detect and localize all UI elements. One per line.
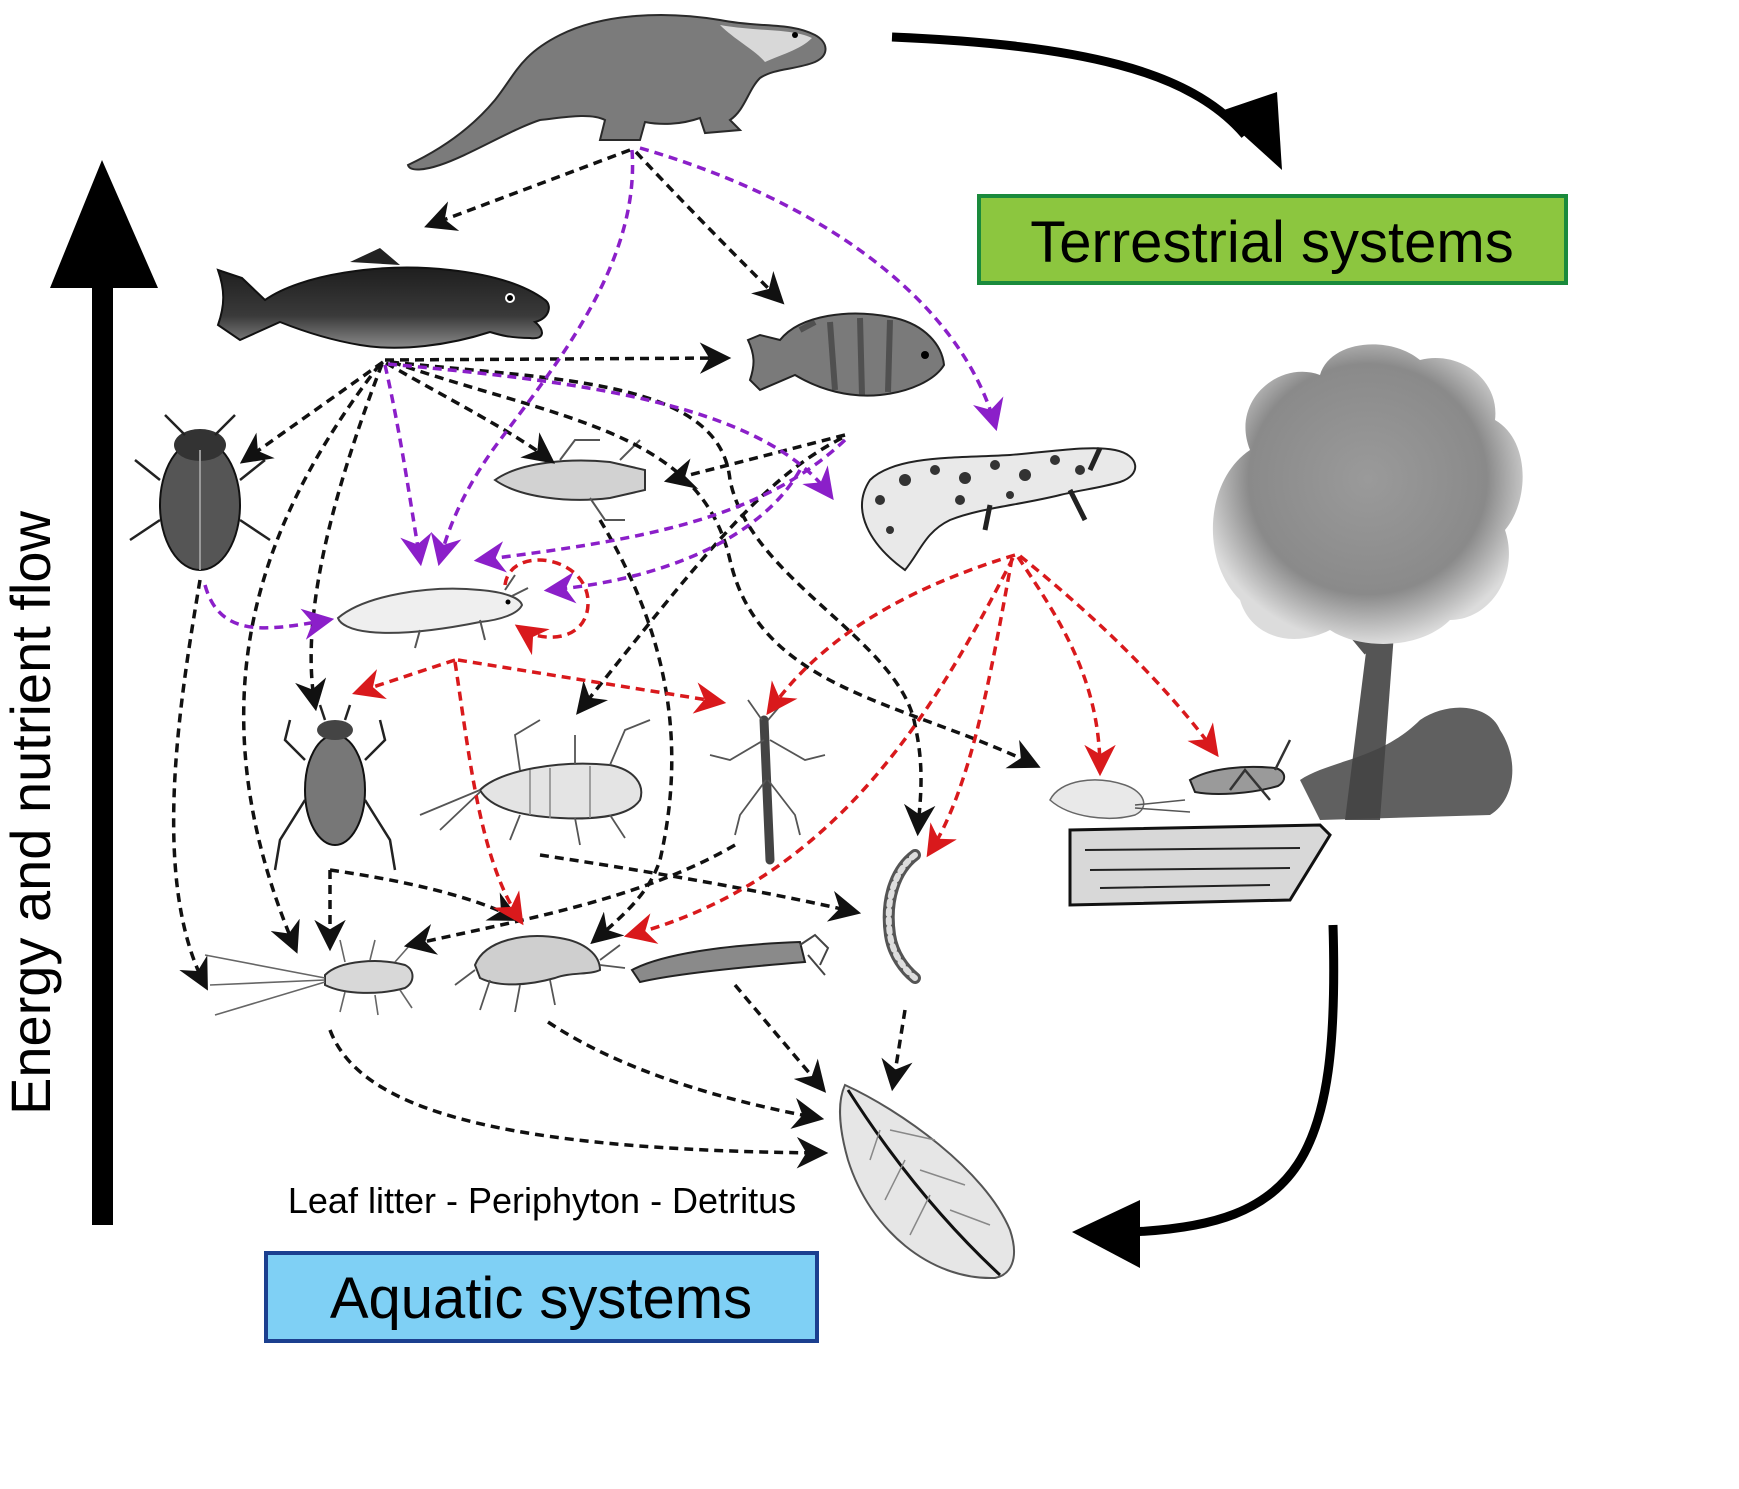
arrow-mayfly-leaf [547,1020,825,1129]
stonefly-nymph-icon [419,719,651,846]
energy-flow-arrow [50,160,158,1225]
salamander-icon [861,446,1137,572]
axolotl-icon [336,574,529,649]
adult-stonefly-icon [709,699,826,865]
terrestrial-systems-label: Terrestrial systems [1030,210,1513,275]
log-icon [1068,823,1332,907]
arrow-axolotl-self [503,558,590,656]
red-feeding-arrows [352,553,1219,944]
arrow-adultstonefly-mayfly [403,843,736,955]
arrow-salamander-midge [926,557,1014,858]
aquatic-systems-box: Aquatic systems [264,1251,819,1343]
arrow-trout-dragonfly [385,361,556,464]
beetle-icon [129,414,271,571]
midge-larva-icon [882,849,921,984]
arrow-otter-sunfish [634,150,785,305]
arrow-caddis-leaf [733,983,827,1093]
arrow-trout-waterbug [295,363,384,712]
otter-to-terrestrial-arrow [891,32,1282,170]
caddisfly-larva-icon [630,933,830,984]
arrow-axolotl-waterbug [352,658,456,700]
arrow-trout-beetle [239,360,385,464]
arrow-axolotl-amphipod [453,661,524,926]
mayfly-nymph-icon [204,939,414,1016]
tree-icon [1212,344,1523,820]
water-bug-icon [273,704,397,871]
black-feeding-arrows [171,148,1041,1169]
arrow-otter-salamander [639,146,1004,432]
arrow-beetle-axolotl [203,584,335,640]
arrow-trout-lacewing [391,360,1041,769]
lacewing-icon [1049,779,1191,819]
arrow-stonefly-amphipod [329,868,521,921]
arrow-amphipod-mayfly [328,1029,829,1169]
arrow-trout-mayfly [241,362,382,954]
purple-feeding-arrows [203,146,1004,640]
arrow-salamander-adultstonefly [766,553,1016,716]
arrow-sunfish-dragonfly [663,433,846,489]
aquatic-systems-label: Aquatic systems [330,1266,752,1331]
arrow-beetle-mayfly [171,579,208,991]
arrow-sunfish-axolotl-2 [543,469,802,604]
leaf-icon [839,1083,1015,1280]
dragonfly-nymph-icon [493,439,646,521]
arrow-otter-axolotl [430,149,635,567]
grasshopper-icon [1188,739,1292,801]
terrestrial-to-leaf-arrow [1072,924,1339,1268]
arrow-salamander-lacewing [1016,556,1116,777]
arrow-trout-axolotl [383,364,432,567]
arrow-trout-midge [389,360,936,837]
sunfish-icon [746,312,946,397]
arrow-sunfish-stonefly [576,436,843,715]
base-resources-label: Leaf litter - Periphyton - Detritus [288,1180,796,1221]
arrow-trout-salamander [387,362,834,501]
arrow-salamander-grasshopper [1018,554,1219,758]
energy-flow-label: Energy and nutrient flow [0,511,62,1115]
arrow-stonefly-midge [539,853,862,922]
arrow-dragonfly-amphipod [590,519,674,945]
arrow-sunfish-axolotl [473,438,847,573]
arrow-salamander-amphipod [623,557,1015,944]
arrow-otter-trout [424,148,631,231]
arrow-midge-leaf [881,1009,913,1092]
otter-icon [406,14,827,171]
trout-icon [216,248,550,349]
amphipod-icon [454,935,626,1013]
arrow-axolotl-adultstonefly [457,658,727,714]
terrestrial-systems-box: Terrestrial systems [977,194,1568,285]
arrow-trout-sunfish [384,342,732,374]
